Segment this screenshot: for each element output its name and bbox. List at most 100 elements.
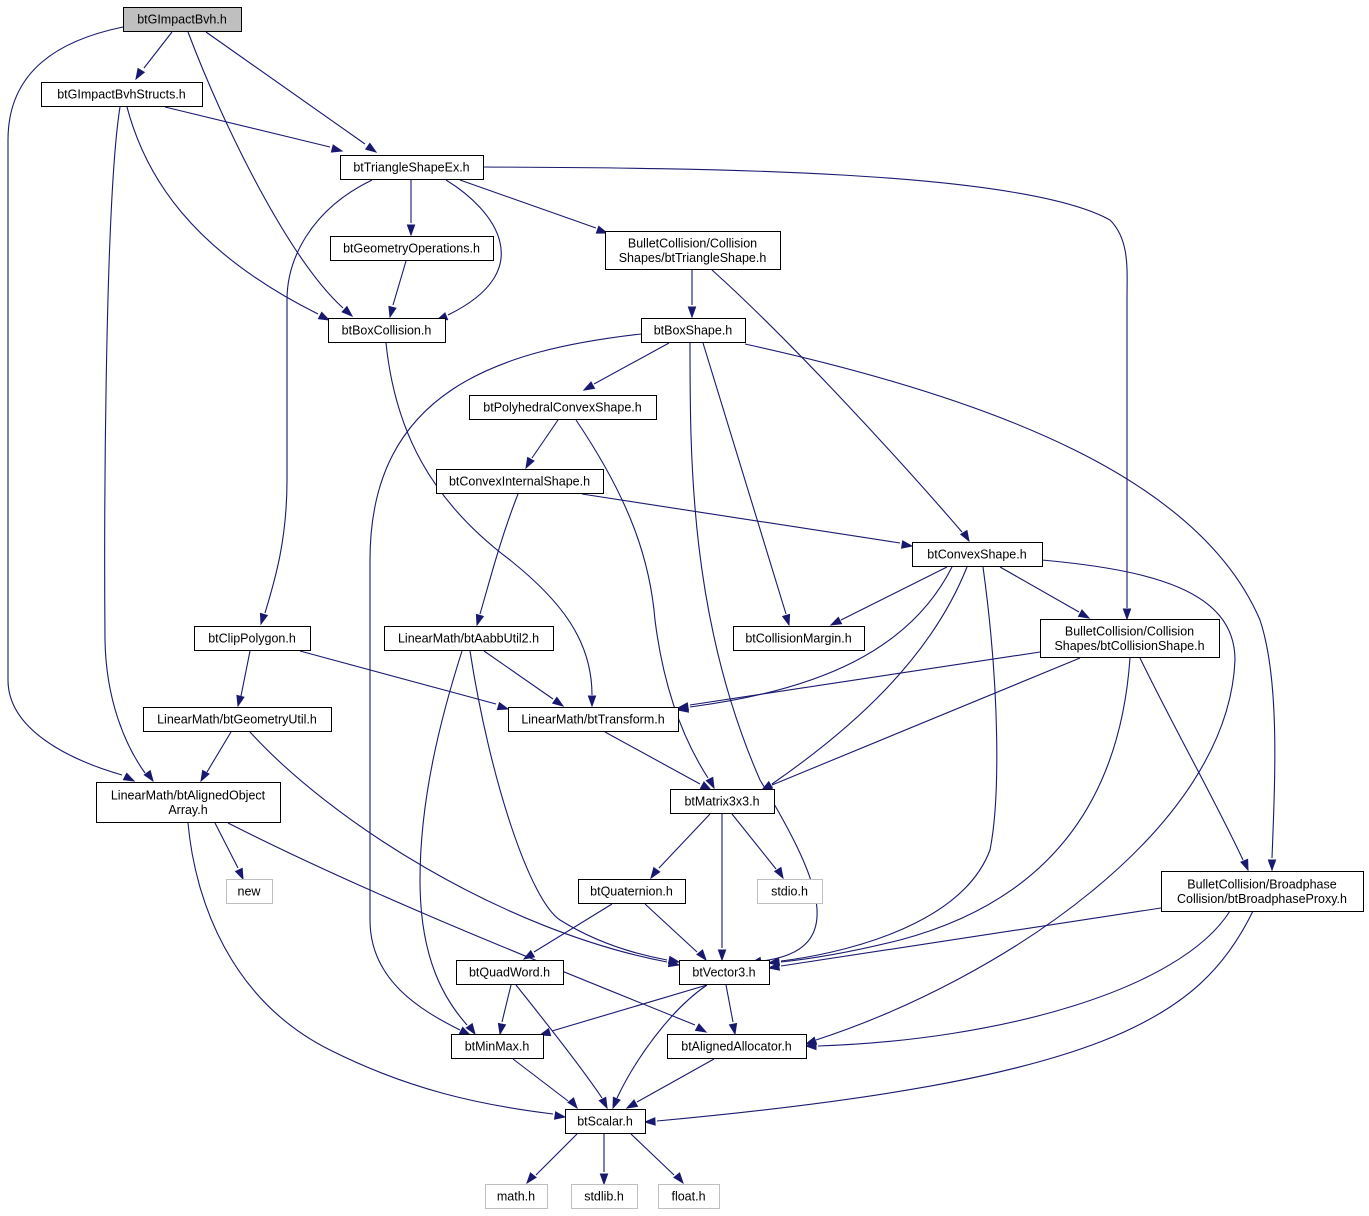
edge-arrowhead xyxy=(667,958,681,968)
edge-proxy-to-allocator xyxy=(804,910,1231,1051)
edge-convexint-to-convex xyxy=(581,493,914,549)
edge-line xyxy=(731,813,777,870)
edge-arrowhead xyxy=(341,305,354,317)
node-root[interactable]: btGImpactBvh.h xyxy=(123,7,242,32)
edge-arrowhead xyxy=(587,695,597,708)
edge-convex-to-margin xyxy=(829,566,948,626)
node-label: btMatrix3x3.h xyxy=(684,795,759,809)
node-quat[interactable]: btQuaternion.h xyxy=(578,879,686,904)
node-proxy[interactable]: BulletCollision/BroadphaseCollision/btBr… xyxy=(1161,871,1364,912)
node-label: btTriangleShapeEx.h xyxy=(353,161,469,175)
edge-tri-to-boxshape xyxy=(687,270,697,319)
edge-root-to-structs xyxy=(135,31,173,81)
node-colshape[interactable]: BulletCollision/CollisionShapes/btCollis… xyxy=(1040,619,1220,658)
node-matrix[interactable]: btMatrix3x3.h xyxy=(670,789,775,814)
node-allocator[interactable]: btAlignedAllocator.h xyxy=(667,1034,807,1059)
edge-arrowhead xyxy=(525,456,535,470)
edge-arrowhead xyxy=(694,1023,708,1033)
node-convex[interactable]: btConvexShape.h xyxy=(912,542,1043,567)
node-label: btScalar.h xyxy=(577,1115,633,1129)
edge-line xyxy=(744,343,1276,859)
edge-line xyxy=(815,559,1236,1041)
edge-quat-to-vector xyxy=(644,903,707,962)
edge-arrowhead xyxy=(1267,859,1277,872)
node-margin[interactable]: btCollisionMargin.h xyxy=(733,626,865,651)
edge-arrowhead xyxy=(582,381,596,391)
edge-arrowhead xyxy=(475,613,485,627)
node-aabb[interactable]: LinearMath/btAabbUtil2.h xyxy=(384,626,554,651)
node-boxshape[interactable]: btBoxShape.h xyxy=(641,318,746,343)
edge-arrowhead xyxy=(625,1099,639,1109)
edge-line xyxy=(515,984,603,1099)
node-label: float.h xyxy=(671,1190,705,1204)
edge-line xyxy=(581,493,901,544)
edge-line xyxy=(249,731,668,963)
node-label: btBoxCollision.h xyxy=(342,324,432,338)
edge-line xyxy=(999,566,1080,613)
node-vector[interactable]: btVector3.h xyxy=(679,960,770,985)
edge-arrowhead xyxy=(330,144,344,153)
edge-root-to-triex xyxy=(205,31,378,153)
edge-line xyxy=(817,910,1231,1047)
edge-line xyxy=(187,822,554,1115)
edge-line xyxy=(644,903,698,953)
node-label: btConvexInternalShape.h xyxy=(449,475,590,489)
edge-line xyxy=(551,984,708,1032)
node-geomutil[interactable]: LinearMath/btGeometryUtil.h xyxy=(143,707,332,732)
node-structs[interactable]: btGImpactBvhStructs.h xyxy=(41,82,203,107)
node-convexint[interactable]: btConvexInternalShape.h xyxy=(436,469,604,494)
edge-arrowhead xyxy=(959,529,970,543)
node-scalar[interactable]: btScalar.h xyxy=(565,1109,646,1134)
node-box xyxy=(226,879,273,904)
node-quadword[interactable]: btQuadWord.h xyxy=(456,960,564,985)
edge-arrowhead xyxy=(767,962,781,971)
node-label: btQuaternion.h xyxy=(590,885,673,899)
edge-tri-to-convex xyxy=(711,269,970,543)
edge-arrowhead xyxy=(650,866,661,880)
node-clip[interactable]: btClipPolygon.h xyxy=(194,626,311,651)
node-label: btVector3.h xyxy=(692,966,755,980)
edge-structs-to-boxcol xyxy=(126,106,331,321)
edge-matrix-to-quat xyxy=(650,813,711,880)
node-tri[interactable]: BulletCollision/CollisionShapes/btTriang… xyxy=(605,231,781,270)
edge-line xyxy=(240,650,251,697)
edge-line xyxy=(725,984,734,1023)
edge-line xyxy=(369,333,642,1031)
edge-line xyxy=(604,731,701,785)
node-box xyxy=(1161,871,1364,912)
node-label: btMinMax.h xyxy=(465,1040,530,1054)
node-box xyxy=(194,626,311,651)
edge-line xyxy=(630,1133,675,1176)
edge-arrowhead xyxy=(406,224,416,237)
edge-alignedarr-to-new xyxy=(214,822,244,881)
edge-aabb-to-minmax xyxy=(419,650,476,1036)
edge-line xyxy=(533,903,613,953)
node-stdio: stdio.h xyxy=(757,879,823,904)
edge-line xyxy=(616,984,708,1099)
edge-line xyxy=(385,342,593,696)
node-triex[interactable]: btTriangleShapeEx.h xyxy=(340,155,484,180)
edge-aabb-to-vector xyxy=(469,650,681,965)
edge-clip-to-geomutil xyxy=(236,650,251,708)
edge-line xyxy=(205,31,366,145)
node-minmax[interactable]: btMinMax.h xyxy=(451,1034,544,1059)
edge-boxcol-to-transform xyxy=(385,342,597,708)
node-label: btQuadWord.h xyxy=(469,966,550,980)
node-boxcol[interactable]: btBoxCollision.h xyxy=(328,318,446,343)
node-transform[interactable]: LinearMath/btTransform.h xyxy=(508,707,679,732)
edge-line xyxy=(636,1058,715,1103)
edge-line xyxy=(780,657,1131,963)
edge-arrowhead xyxy=(781,613,791,627)
edge-line xyxy=(771,657,1081,786)
node-label: math.h xyxy=(497,1190,535,1204)
node-geomops[interactable]: btGeometryOperations.h xyxy=(330,236,494,261)
edge-line xyxy=(689,566,953,708)
node-polyconvex[interactable]: btPolyhedralConvexShape.h xyxy=(469,395,657,420)
edge-line xyxy=(479,493,519,615)
node-box xyxy=(41,82,203,107)
edge-arrowhead xyxy=(1240,858,1249,872)
edge-polyconvex-to-convexint xyxy=(525,419,559,470)
node-box xyxy=(658,1184,720,1209)
edge-line xyxy=(593,342,670,385)
